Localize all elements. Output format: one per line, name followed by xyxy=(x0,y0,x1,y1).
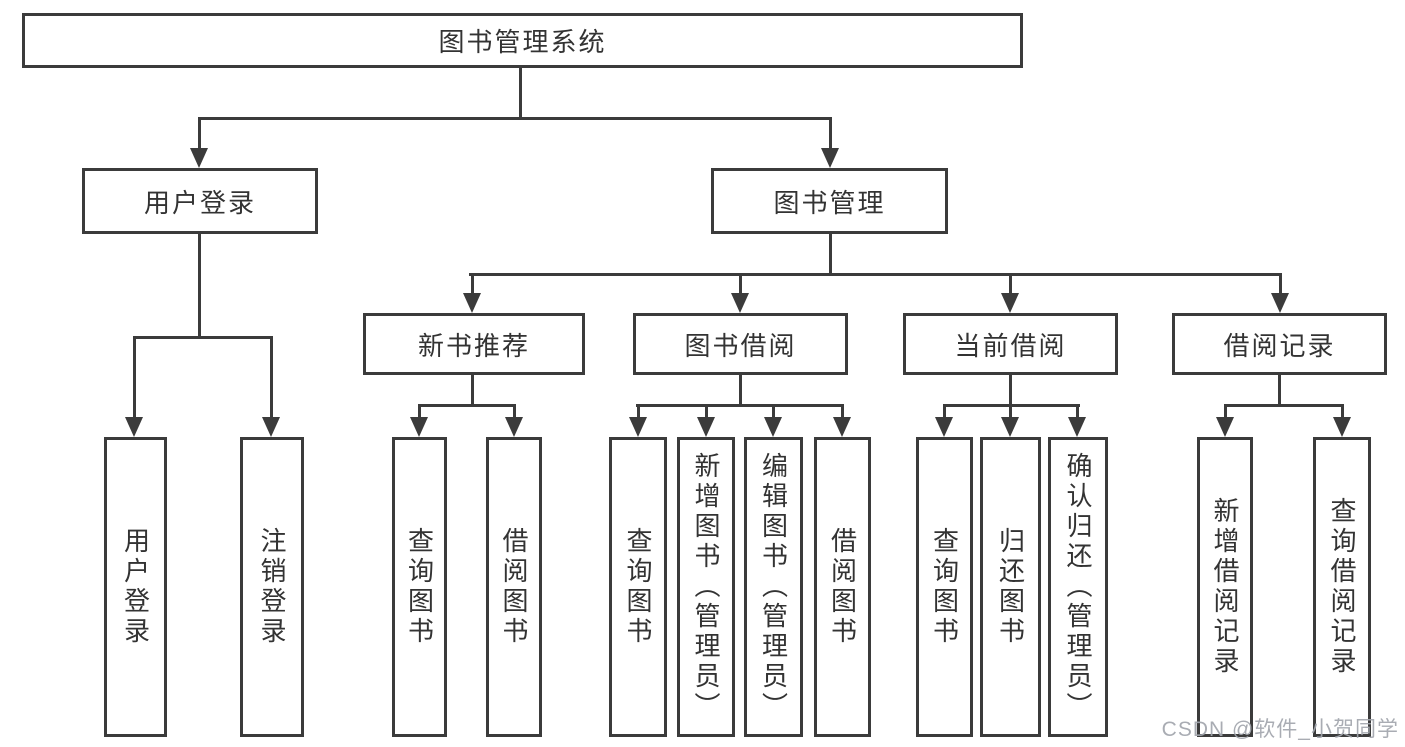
arrow-down-icon xyxy=(1333,417,1351,437)
arrow-down-icon xyxy=(764,417,782,437)
leaf-query-books-current: 查询图书 xyxy=(916,437,973,737)
arrow-down-icon xyxy=(262,417,280,437)
leaf-query-borrow-record: 查询借阅记录 xyxy=(1313,437,1371,737)
arrow-down-icon xyxy=(935,417,953,437)
arrow-down-icon xyxy=(463,293,481,313)
connector-group-stem xyxy=(1009,375,1012,406)
arrow-down-icon xyxy=(731,293,749,313)
node-current-borrow: 当前借阅 xyxy=(903,313,1118,375)
leaf-user-login: 用户登录 xyxy=(104,437,167,737)
arrow-down-icon xyxy=(505,417,523,437)
arrow-down-icon xyxy=(1216,417,1234,437)
leaf-add-borrow-record: 新增借阅记录 xyxy=(1197,437,1253,737)
node-book-borrow: 图书借阅 xyxy=(633,313,848,375)
leaf-return-books: 归还图书 xyxy=(980,437,1041,737)
arrow-down-icon xyxy=(833,417,851,437)
leaf-confirm-return-admin: 确认归还（管理员） xyxy=(1048,437,1108,737)
node-book-management: 图书管理 xyxy=(711,168,948,234)
connector-userlogin-bar xyxy=(133,336,273,339)
csdn-watermark: CSDN @软件_小贺同学 xyxy=(1161,718,1399,741)
leaf-edit-books-admin: 编辑图书（管理员） xyxy=(744,437,803,737)
connector-root-stem xyxy=(519,68,522,117)
connector-group-stem xyxy=(471,375,474,406)
connector-drop xyxy=(829,117,832,148)
connector-drop xyxy=(1009,273,1012,294)
connector-drop xyxy=(637,404,640,417)
leaf-borrow-books-recommend: 借阅图书 xyxy=(486,437,542,737)
connector-drop xyxy=(841,404,844,417)
connector-drop xyxy=(471,273,474,294)
connector-drop xyxy=(198,117,201,148)
arrow-down-icon xyxy=(1001,417,1019,437)
connector-drop xyxy=(1076,404,1079,417)
connector-drop xyxy=(1279,273,1282,294)
connector-group-bar xyxy=(636,404,844,407)
node-root: 图书管理系统 xyxy=(22,13,1023,68)
connector-drop xyxy=(739,273,742,294)
leaf-borrow-books: 借阅图书 xyxy=(814,437,871,737)
connector-drop xyxy=(1009,404,1012,417)
arrow-down-icon xyxy=(821,148,839,168)
arrow-down-icon xyxy=(629,417,647,437)
connector-drop xyxy=(943,404,946,417)
connector-level3-bar xyxy=(469,273,1282,276)
connector-level2-bar xyxy=(198,117,832,120)
connector-drop xyxy=(418,404,421,417)
arrow-down-icon xyxy=(1068,417,1086,437)
leaf-logout: 注销登录 xyxy=(240,437,304,737)
arrow-down-icon xyxy=(697,417,715,437)
connector-bookmgmt-stem xyxy=(829,234,832,275)
connector-drop xyxy=(133,336,136,417)
leaf-add-books-admin: 新增图书（管理员） xyxy=(677,437,735,737)
connector-drop xyxy=(1224,404,1227,417)
node-user-login: 用户登录 xyxy=(82,168,318,234)
leaf-query-books-borrow: 查询图书 xyxy=(609,437,667,737)
leaf-query-books-recommend: 查询图书 xyxy=(392,437,447,737)
connector-group-stem xyxy=(1278,375,1281,406)
connector-group-bar xyxy=(1224,404,1344,407)
connector-drop xyxy=(705,404,708,417)
connector-drop xyxy=(1341,404,1344,417)
connector-drop xyxy=(513,404,516,417)
arrow-down-icon xyxy=(125,417,143,437)
connector-userlogin-stem xyxy=(198,234,201,337)
node-new-book-recommend: 新书推荐 xyxy=(363,313,585,375)
arrow-down-icon xyxy=(410,417,428,437)
connector-group-bar xyxy=(418,404,516,407)
connector-group-stem xyxy=(739,375,742,406)
connector-drop xyxy=(270,336,273,417)
connector-drop xyxy=(772,404,775,417)
arrow-down-icon xyxy=(190,148,208,168)
node-borrow-records: 借阅记录 xyxy=(1172,313,1387,375)
arrow-down-icon xyxy=(1001,293,1019,313)
arrow-down-icon xyxy=(1271,293,1289,313)
